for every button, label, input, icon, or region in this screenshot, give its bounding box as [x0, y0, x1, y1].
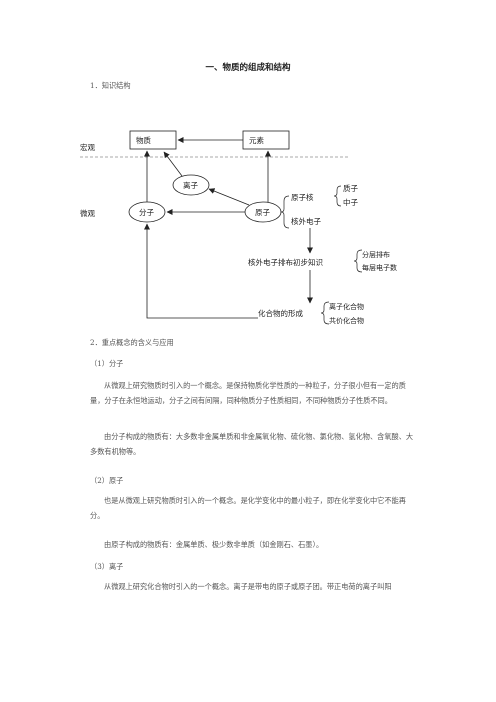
electrons-label: 核外电子 — [291, 216, 321, 226]
arrow-ion-to-substance — [163, 151, 183, 177]
compound-formation-label: 化合物的形成 — [258, 308, 303, 318]
subheading-atom: （2）原子 — [90, 476, 124, 485]
section-heading-key-concepts: 2．重点概念的含义与应用 — [90, 338, 174, 347]
substance-label: 物质 — [136, 135, 151, 145]
shell-count-label: 每层电子数 — [362, 263, 397, 272]
macro-label: 宏观 — [80, 142, 95, 152]
neutron-label: 中子 — [343, 197, 358, 207]
knowledge-structure-diagram: 宏观 微观 物质 元素 离子 分子 原子 原子核 核外电子 质子 中子 核外电子… — [80, 130, 397, 325]
nucleus-label: 原子核 — [291, 192, 314, 202]
arrangement-label: 核外电子排布初步知识 — [248, 257, 323, 267]
paragraph-ion-definition: 从微观上研究化合物时引入的一个概念。离子是带电的原子或原子团。带正电荷的离子叫阳 — [104, 582, 392, 591]
ionic-compound-label: 离子化合物 — [329, 302, 364, 311]
paragraph-atom-substances: 由原子构成的物质有：金属单质、极少数非单质（如金刚石、石墨）。 — [104, 540, 324, 549]
paragraph-atom-definition: 也是从微观上研究物质时引入的一个概念。是化学变化中的最小粒子，即在化学变化中它不… — [90, 496, 406, 520]
paragraph-molecule-substances: 由分子构成的物质有：大多数非金属单质和非金属氧化物、硫化物、氯化物、氢化物、含氧… — [90, 432, 414, 456]
molecule-label: 分子 — [139, 208, 154, 217]
arrangement-brace — [353, 249, 363, 273]
micro-label: 微观 — [80, 208, 95, 218]
ion-ellipse — [172, 174, 210, 196]
compound-brace — [320, 301, 330, 325]
page-title: 一、物质的组成和结构 — [205, 63, 291, 73]
arrow-atom-to-ion — [208, 188, 250, 206]
ion-label: 离子 — [183, 180, 198, 190]
covalent-compound-label: 共价化合物 — [329, 316, 364, 325]
arrow-compound-to-molecule — [144, 223, 258, 319]
atom-label: 原子 — [255, 208, 270, 217]
element-label: 元素 — [249, 135, 264, 145]
nucleus-brace — [333, 185, 342, 207]
section-heading-knowledge-structure: 1．知识结构 — [90, 81, 131, 90]
substance-box — [129, 130, 177, 150]
subheading-molecule: （1）分子 — [90, 359, 124, 368]
subheading-ion: （3）离子 — [90, 562, 124, 571]
shells-label: 分层排布 — [362, 250, 390, 259]
atom-brace — [280, 195, 290, 229]
paragraph-molecule-definition: 从微观上研究物质时引入的一个概念。是保持物质化学性质的一种粒子，分子很小但有一定… — [90, 381, 406, 405]
proton-label: 质子 — [343, 183, 358, 193]
